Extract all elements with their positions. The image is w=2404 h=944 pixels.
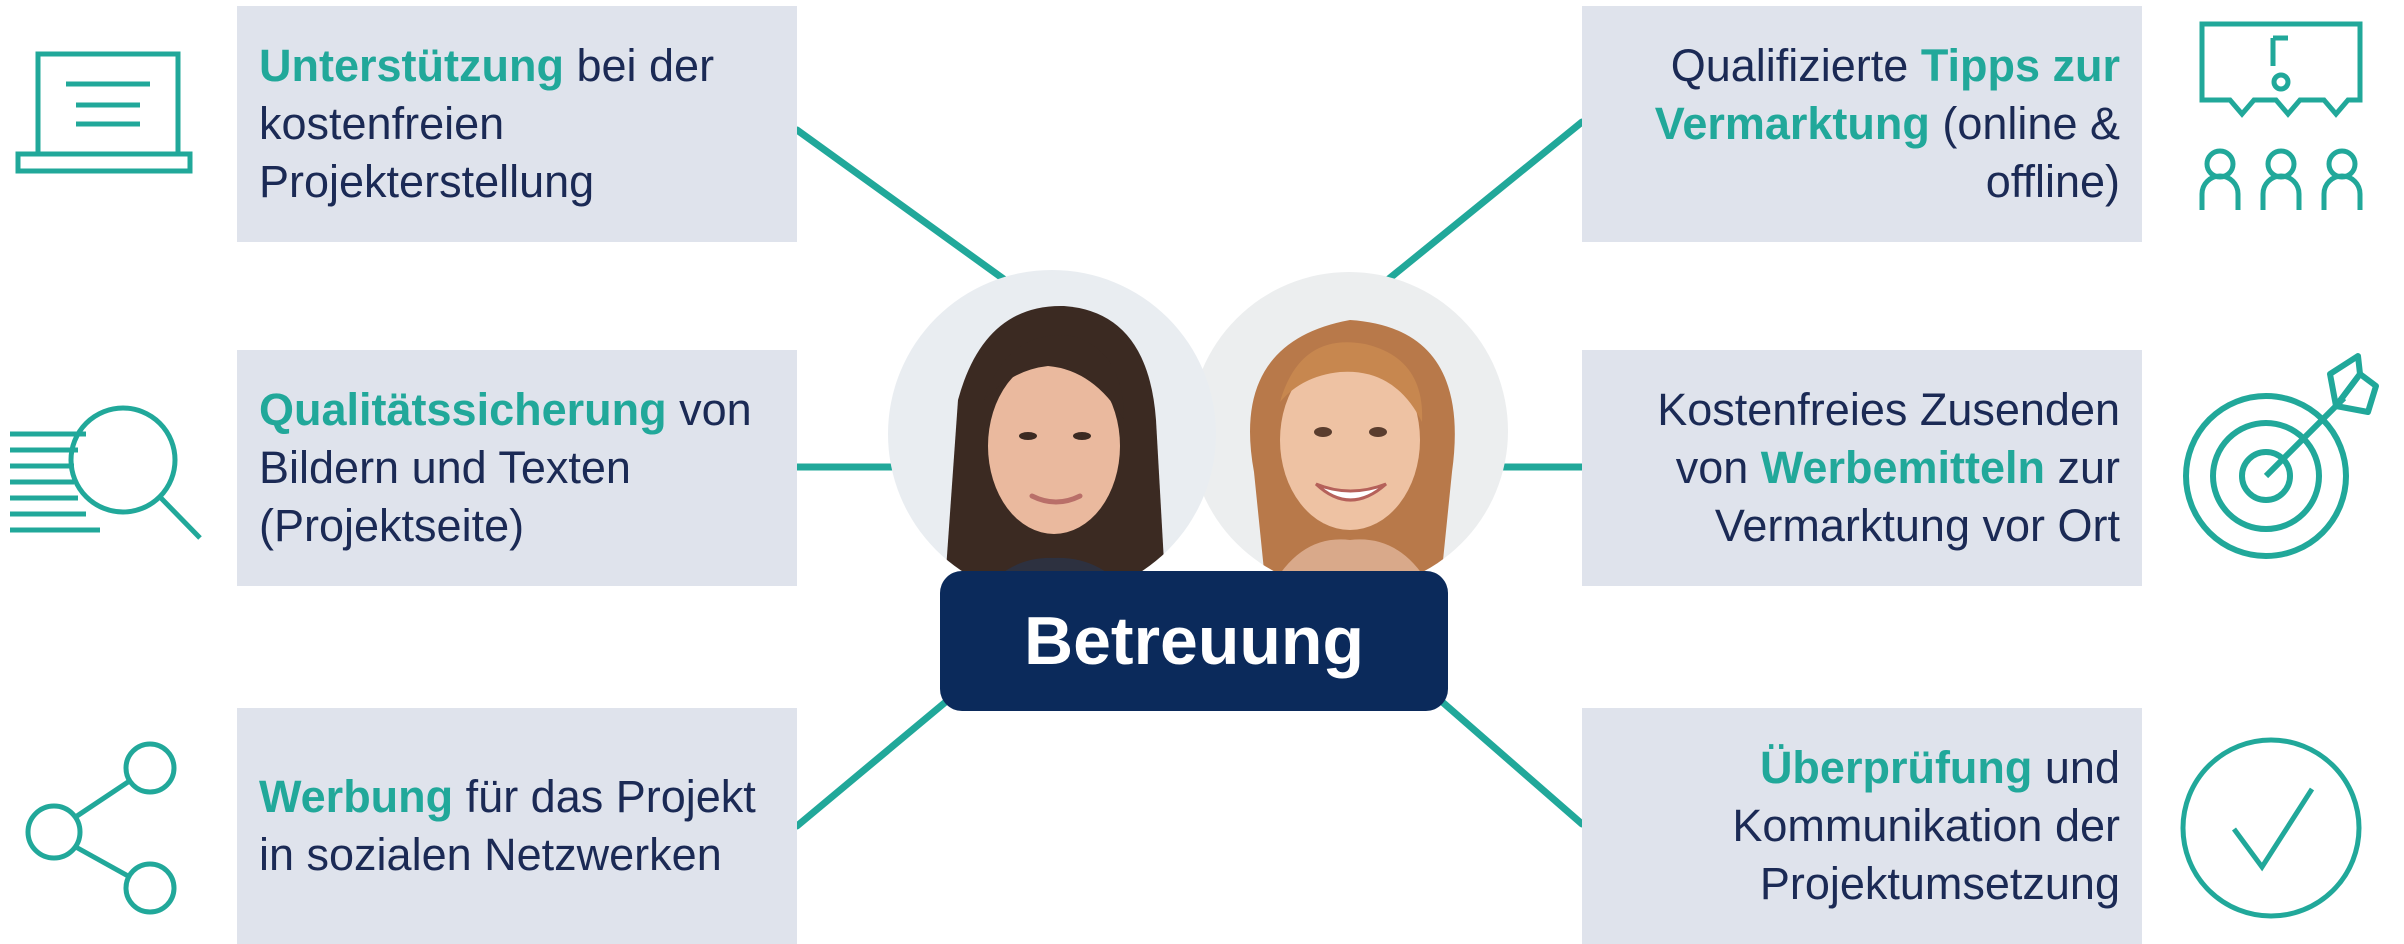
card-text: Qualifizierte xyxy=(1670,40,1921,91)
card-text: und Kommunikation der Projektumsetzung xyxy=(1732,742,2120,909)
connector-left-bottom xyxy=(793,696,952,830)
card-highlight: Überprüfung xyxy=(1759,742,2033,793)
card-highlight: Werbung xyxy=(259,771,454,822)
center-label: Betreuung xyxy=(1024,603,1364,679)
connector-left-top xyxy=(793,126,1009,284)
checkmark-circle-icon xyxy=(2178,735,2364,921)
card-werbemittel: Kostenfreies Zusenden von Werbemitteln z… xyxy=(1582,350,2142,586)
card-highlight: Werbemitteln xyxy=(1760,442,2045,493)
card-ueberpruefung: Überprüfung und Kommunikation der Projek… xyxy=(1582,708,2142,944)
target-arrow-icon xyxy=(2180,352,2380,562)
portrait-right xyxy=(1190,272,1508,590)
magnifier-list-icon xyxy=(8,400,203,545)
card-qualitaetssicherung: Qualitätssicherung von Bildern und Texte… xyxy=(237,350,797,586)
connector-right-bottom xyxy=(1436,696,1586,828)
card-unterstuetzung: Unterstützung bei der kostenfreien Proje… xyxy=(237,6,797,242)
card-text: (online & offline) xyxy=(1929,98,2120,207)
card-highlight: Qualitätssicherung xyxy=(259,384,667,435)
card-tipps-vermarktung: Qualifizierte Tipps zur Vermarktung (onl… xyxy=(1582,6,2142,242)
connector-right-top xyxy=(1381,118,1586,286)
card-werbung: Werbung für das Projekt in sozialen Netz… xyxy=(237,708,797,944)
card-text: bei der kostenfreien Projekterstellung xyxy=(259,40,715,207)
card-text: für das Projekt in sozialen Netzwerken xyxy=(259,771,756,880)
card-text: Kostenfreies Zusenden von xyxy=(1657,384,2120,493)
card-highlight: Tipps zur Vermarktung xyxy=(1654,40,2120,149)
card-text: zur Vermarktung vor Ort xyxy=(1714,442,2120,551)
laptop-icon xyxy=(14,50,194,178)
share-icon xyxy=(22,740,182,915)
card-text: von Bildern und Texten (Projektseite) xyxy=(259,384,752,551)
card-highlight: Unterstützung xyxy=(259,40,564,91)
presentation-audience-icon xyxy=(2196,18,2366,214)
portrait-left xyxy=(888,270,1216,598)
center-label-box: Betreuung xyxy=(940,571,1448,711)
